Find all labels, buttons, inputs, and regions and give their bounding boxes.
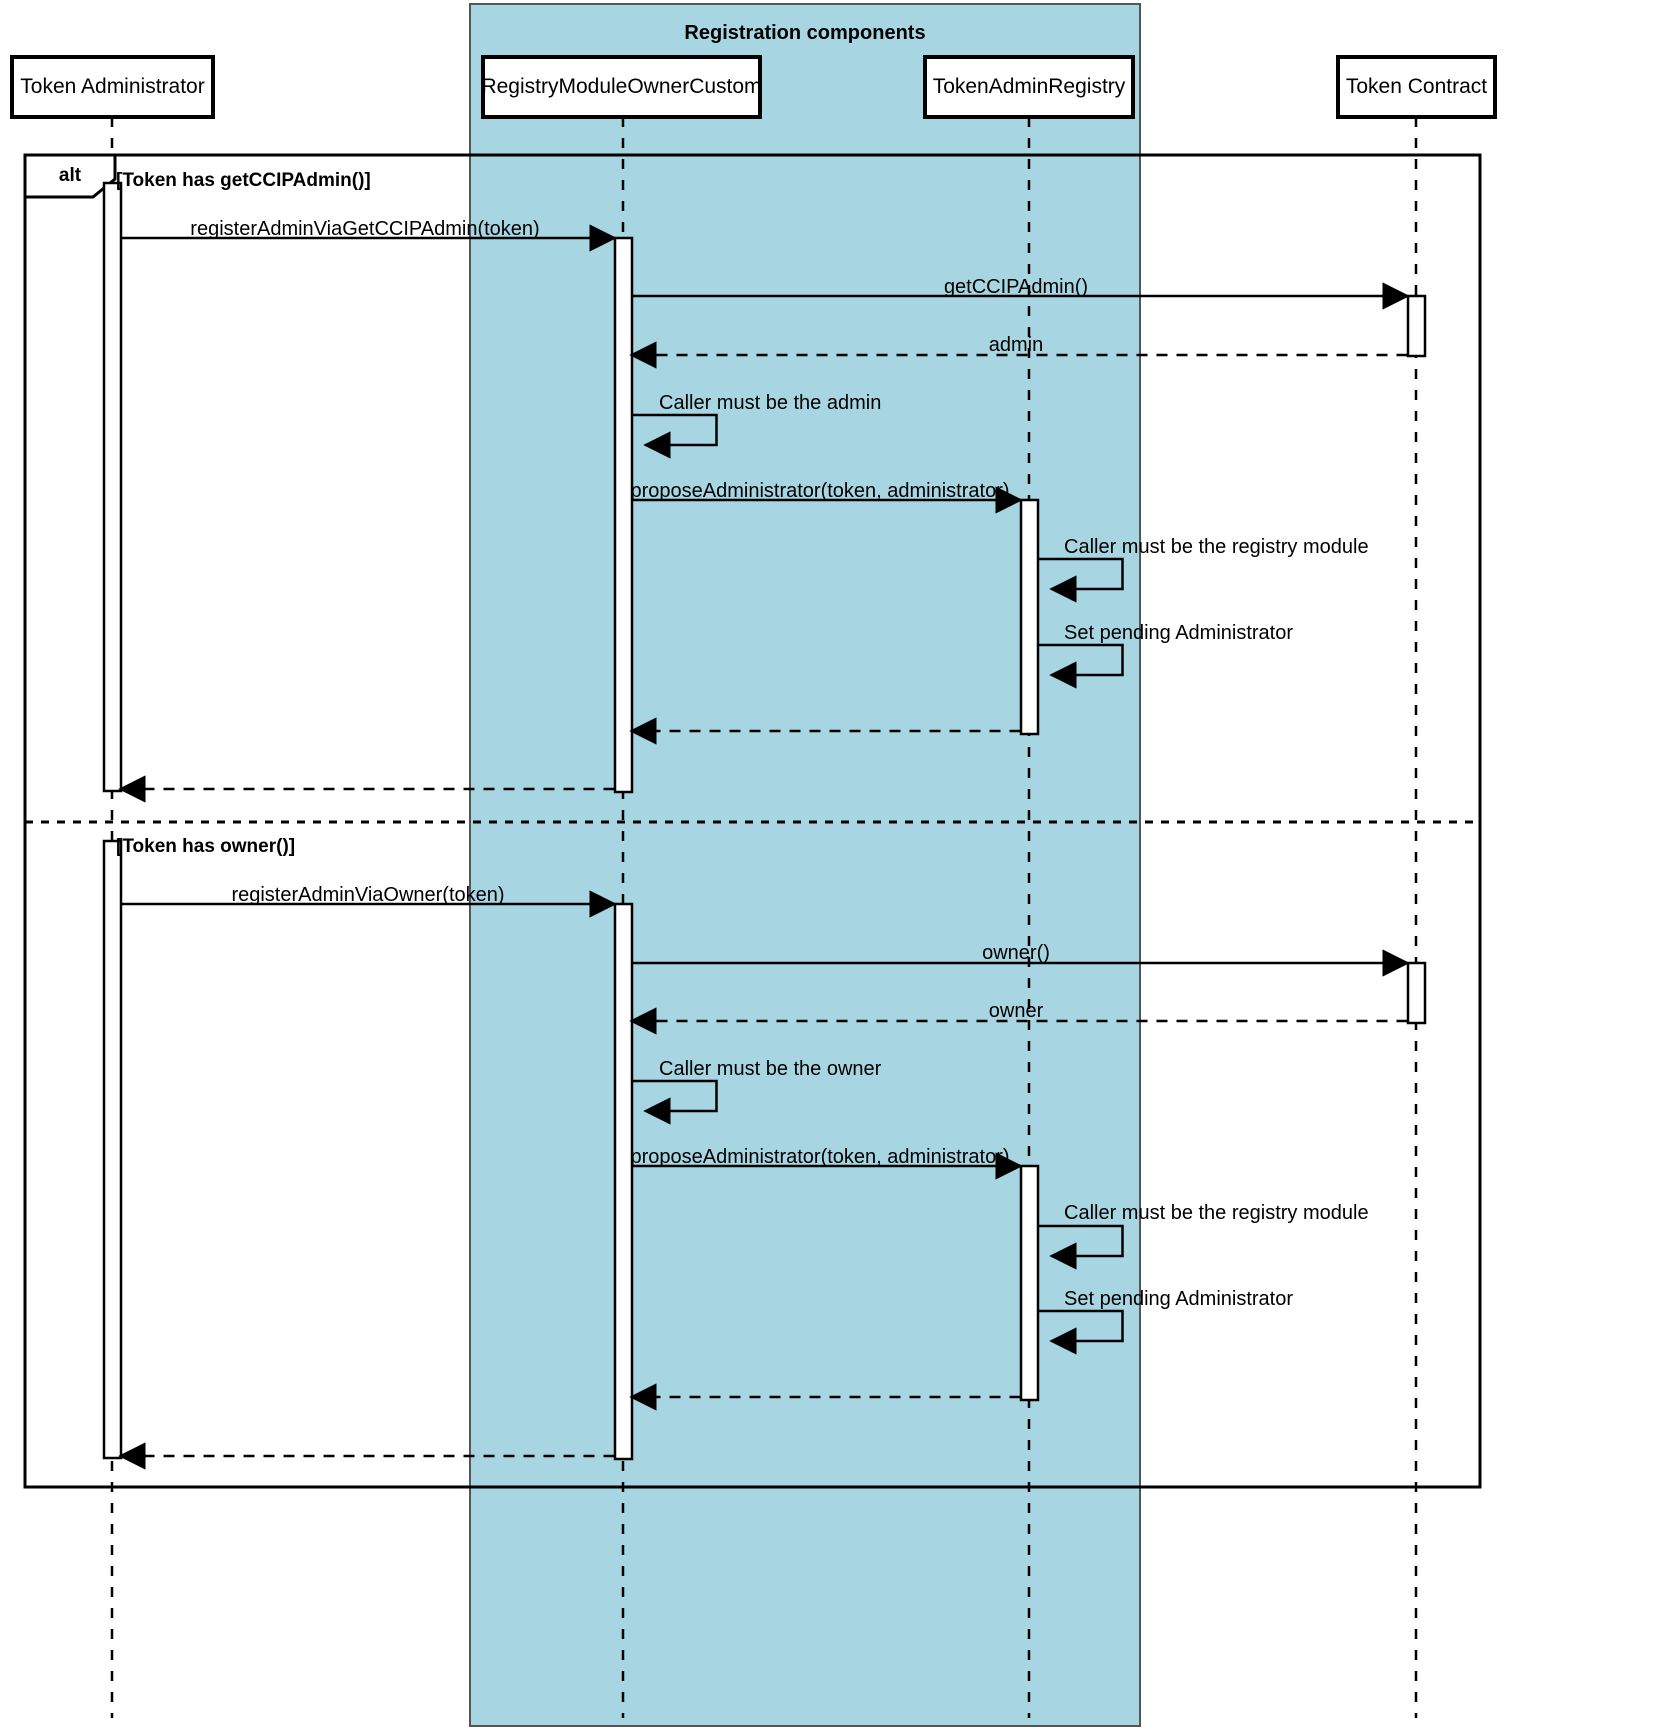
activation-bar-tar-8 [1019,1164,1040,1402]
message-self-m16 [1037,1309,1124,1355]
message-label-m6: Caller must be the registry module [1064,536,1369,558]
alt-condition-label-2: [Token has owner()] [116,836,296,857]
activation-bar-registry_module-6 [613,902,634,1461]
alt-condition-label-1: [Token has getCCIPAdmin()] [116,170,371,191]
activation-bar-token-3 [1406,294,1427,358]
message-label-m12: owner [988,1000,1044,1022]
alt-keyword-label: alt [58,165,82,186]
message-label-m7: Set pending Administrator [1064,622,1294,644]
message-self-m13 [631,1079,718,1125]
group-box-registration-components [469,3,1141,1727]
message-label-m2: getCCIPAdmin() [943,276,1089,298]
message-label-m15: Caller must be the registry module [1064,1202,1369,1224]
participant-box-registry_module[interactable] [481,55,762,119]
participant-label-token: Token Contract [1345,75,1488,98]
message-self-m6 [1037,557,1124,603]
message-label-m11: owner() [982,942,1050,964]
message-label-m1: registerAdminViaGetCCIPAdmin(token) [190,218,540,240]
message-label-m13: Caller must be the owner [659,1058,882,1080]
participant-box-token[interactable] [1336,55,1497,119]
activation-bar-token-7 [1406,961,1427,1025]
activation-bar-admin-1 [102,181,123,793]
message-label-m5: proposeAdministrator(token, administrato… [630,480,1010,502]
participant-label-tar: TokenAdminRegistry [932,75,1126,98]
participant-box-admin[interactable] [10,55,215,119]
message-self-m15 [1037,1224,1124,1270]
group-box-title: Registration components [684,22,926,44]
activation-bar-admin-5 [102,839,123,1460]
participant-label-admin: Token Administrator [20,75,205,98]
message-label-m14: proposeAdministrator(token, administrato… [630,1146,1010,1168]
activation-bar-tar-4 [1019,498,1040,736]
message-label-m3: admin [988,334,1044,356]
message-self-m7 [1037,643,1124,689]
message-label-m10: registerAdminViaOwner(token) [231,884,505,906]
message-self-m4 [631,413,718,459]
activation-bar-registry_module-2 [613,236,634,794]
participant-label-registry_module: RegistryModuleOwnerCustom [481,75,762,98]
message-label-m16: Set pending Administrator [1064,1288,1294,1310]
participant-box-tar[interactable] [923,55,1135,119]
message-label-m4: Caller must be the admin [659,392,882,414]
